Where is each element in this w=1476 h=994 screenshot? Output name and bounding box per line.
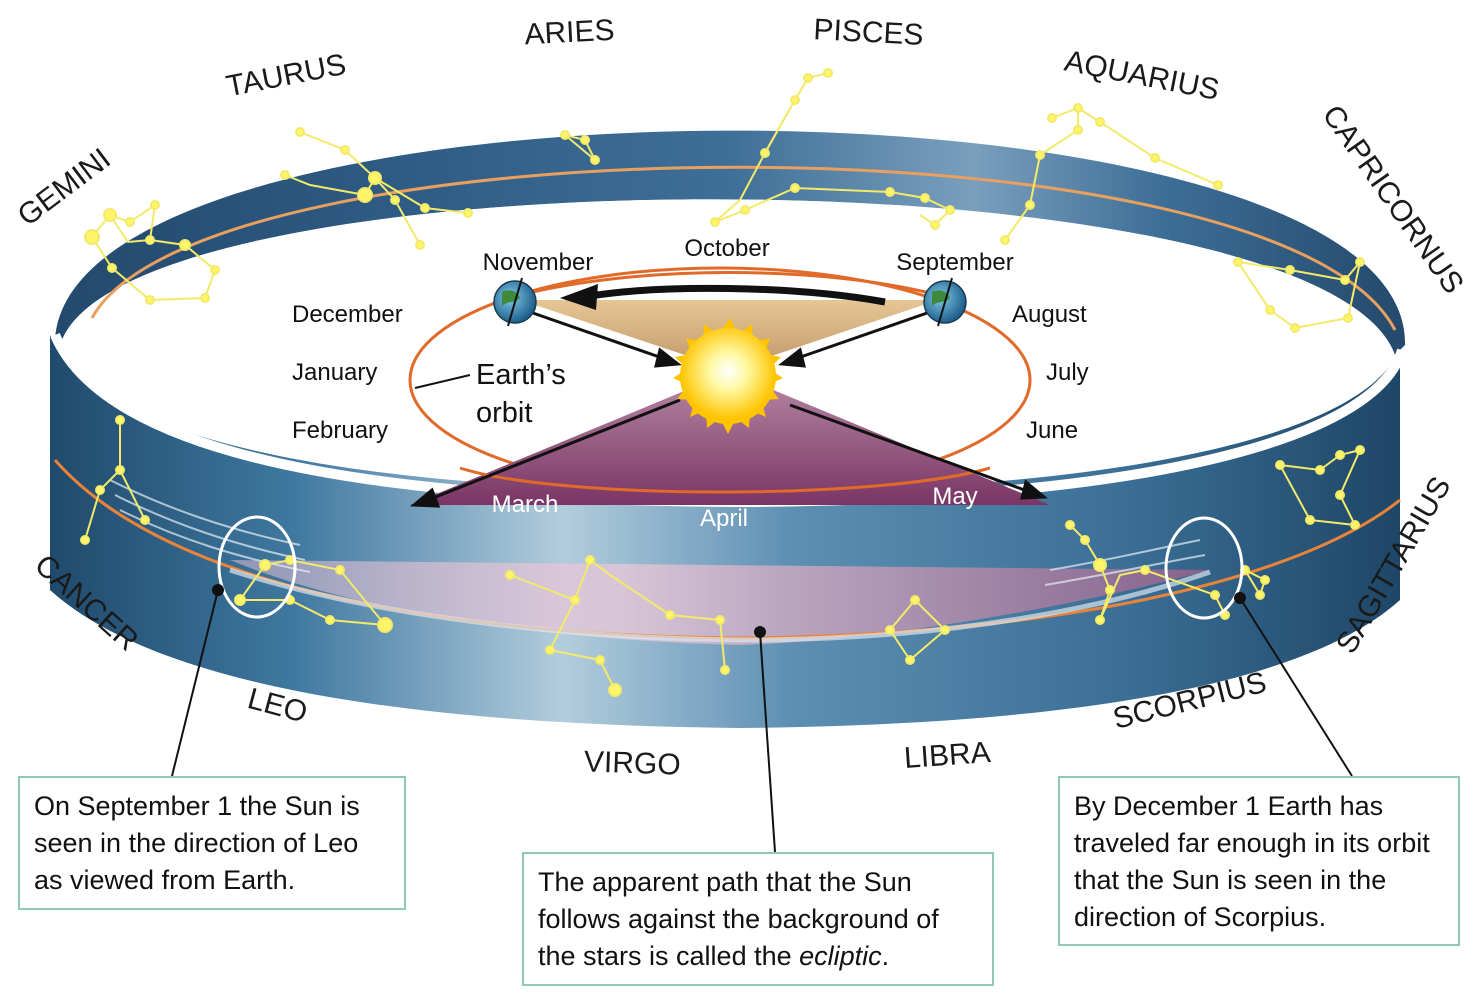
label-aries: ARIES bbox=[524, 14, 616, 52]
callout-leaders bbox=[171, 584, 1353, 853]
callout-leo: On September 1 the Sun is seen in the di… bbox=[18, 776, 406, 910]
orbit-label-line2: orbit bbox=[476, 397, 532, 429]
ecliptic-line-back bbox=[90, 165, 1397, 331]
month-february: February bbox=[292, 417, 388, 444]
constellation-stars bbox=[80, 68, 1365, 697]
orbit-motion-arrow bbox=[589, 284, 886, 306]
month-january: January bbox=[292, 359, 377, 386]
callout-scorpius-text: By December 1 Earth has traveled far eno… bbox=[1074, 791, 1430, 932]
month-march: March bbox=[492, 491, 559, 518]
month-october: October bbox=[684, 235, 769, 262]
month-labels: November October September December Augu… bbox=[292, 235, 1089, 532]
label-libra: LIBRA bbox=[903, 736, 992, 775]
label-taurus: TAURUS bbox=[224, 48, 349, 104]
label-gemini: GEMINI bbox=[12, 142, 117, 233]
month-july: July bbox=[1046, 359, 1089, 386]
wedge-march-may bbox=[410, 372, 1050, 505]
earth-icon bbox=[923, 277, 967, 327]
month-may: May bbox=[932, 483, 977, 510]
month-june: June bbox=[1026, 417, 1078, 444]
month-december: December bbox=[292, 301, 403, 328]
label-pisces: PISCES bbox=[813, 13, 925, 52]
label-virgo: VIRGO bbox=[583, 745, 681, 781]
motion-streaks bbox=[109, 479, 1206, 586]
month-august: August bbox=[1012, 301, 1087, 328]
orbit-label-line1: Earth’s bbox=[476, 359, 566, 391]
sight-lines bbox=[410, 310, 1048, 508]
month-september: September bbox=[896, 249, 1013, 276]
sun-icon bbox=[673, 318, 783, 434]
callout-leo-text: On September 1 the Sun is seen in the di… bbox=[34, 791, 360, 895]
earth-icon bbox=[493, 277, 537, 327]
label-aquarius: AQUARIUS bbox=[1062, 45, 1222, 107]
callout-ecliptic-period: . bbox=[881, 941, 890, 971]
scorpius-highlight-ring bbox=[1164, 516, 1244, 620]
callout-ecliptic-text: The apparent path that the Sun follows a… bbox=[538, 867, 939, 971]
callout-scorpius: By December 1 Earth has traveled far eno… bbox=[1058, 776, 1460, 946]
month-april: April bbox=[700, 505, 748, 532]
orbit-label-pointer bbox=[414, 374, 471, 389]
month-november: November bbox=[483, 249, 594, 276]
leo-highlight-ring bbox=[217, 515, 297, 619]
callout-ecliptic-term: ecliptic bbox=[799, 941, 882, 971]
callout-ecliptic: The apparent path that the Sun follows a… bbox=[522, 852, 994, 986]
